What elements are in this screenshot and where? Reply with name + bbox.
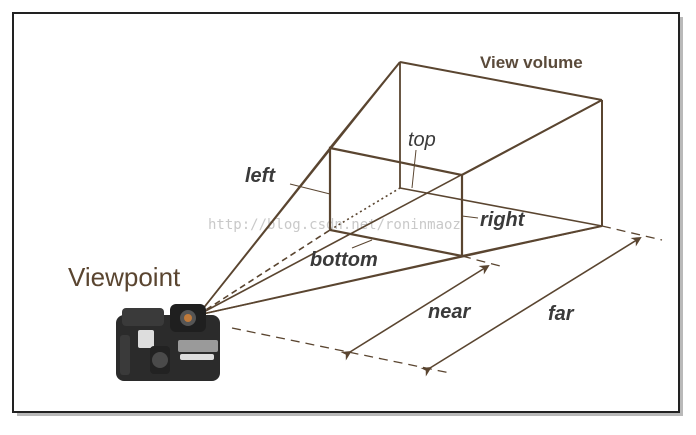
- left-label: left: [245, 165, 276, 187]
- camera-icon: [116, 304, 220, 381]
- watermark: http://blog.csdn.net/roninmaoz: [208, 217, 461, 233]
- near-label: near: [428, 301, 471, 323]
- far-plane: [399, 61, 603, 227]
- label-leaders: [289, 149, 479, 249]
- viewpoint-label: Viewpoint: [68, 262, 181, 292]
- far-label: far: [548, 303, 575, 325]
- far-arrow-icon: [420, 236, 642, 377]
- frame-border: [12, 12, 680, 413]
- right-label: right: [480, 209, 526, 231]
- diagram-title: View volume: [480, 53, 583, 72]
- bottom-label: bottom: [310, 249, 378, 271]
- top-label: top: [408, 129, 436, 151]
